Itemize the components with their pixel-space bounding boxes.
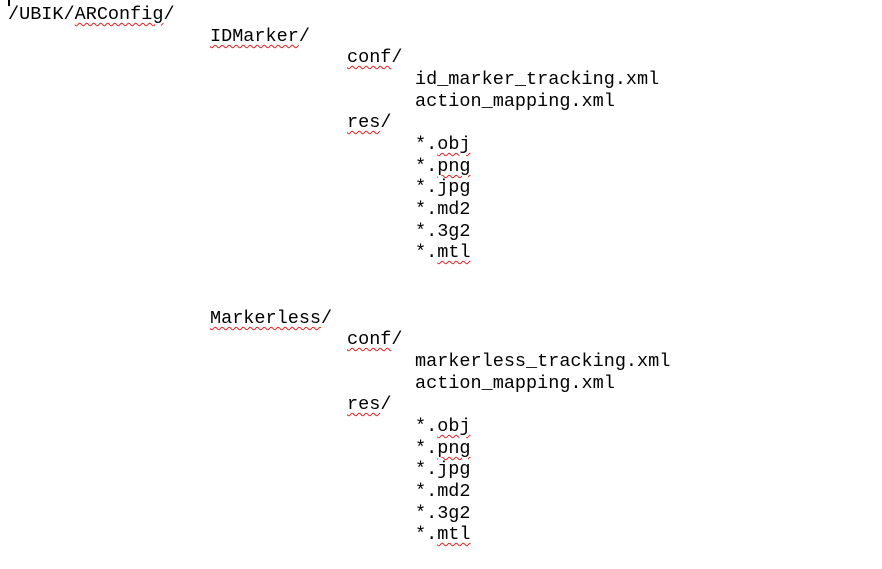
file-item: *.3g2 (415, 221, 471, 242)
file-item: *.3g2 (415, 503, 471, 524)
spell-error[interactable]: IDMarker (210, 26, 299, 47)
folder-conf: conf/ (347, 329, 403, 351)
spell-error[interactable]: mtl (437, 524, 471, 545)
slash: / (391, 329, 403, 350)
slash: / (321, 308, 333, 329)
root-path: /UBIK/ARConfig/ (8, 4, 175, 26)
folder-res: res/ (347, 112, 391, 134)
spell-error[interactable]: conf (347, 47, 392, 68)
ext-prefix: *. (415, 156, 438, 177)
slash: / (380, 394, 392, 415)
spell-error[interactable]: res (347, 394, 381, 415)
spell-error[interactable]: Markerless (210, 308, 322, 329)
folder-res: res/ (347, 394, 391, 416)
file-item: *.jpg (415, 459, 471, 480)
spell-error[interactable]: mtl (437, 242, 471, 263)
folder-idmarker: IDMarker/ (210, 26, 310, 48)
ext-prefix: *. (415, 134, 438, 155)
file-item: *.mtl (415, 242, 471, 264)
slash: / (298, 26, 310, 47)
file-item: *.mtl (415, 524, 471, 546)
file-item: action_mapping.xml (415, 373, 615, 394)
file-item: *.md2 (415, 481, 471, 502)
file-item: id_marker_tracking.xml (415, 69, 660, 90)
file-item: *.png (415, 156, 471, 178)
file-item: *.obj (415, 134, 471, 156)
spell-error[interactable]: conf (347, 329, 392, 350)
file-item: *.md2 (415, 199, 471, 220)
ext-prefix: *. (415, 242, 438, 263)
root-prefix: /UBIK/ (8, 4, 75, 25)
slash: / (391, 47, 403, 68)
folder-conf: conf/ (347, 47, 403, 69)
spell-error[interactable]: png (437, 156, 471, 177)
slash: / (380, 112, 392, 133)
file-item: *.obj (415, 416, 471, 438)
text-cursor (8, 0, 10, 6)
ext-prefix: *. (415, 524, 438, 545)
ext-prefix: *. (415, 438, 438, 459)
spell-error[interactable]: ARConfig (74, 4, 164, 25)
spell-error[interactable]: res (347, 112, 381, 133)
file-item: action_mapping.xml (415, 91, 615, 112)
file-item: *.jpg (415, 177, 471, 198)
spell-error[interactable]: png (437, 438, 471, 459)
ext-prefix: *. (415, 416, 438, 437)
folder-markerless: Markerless/ (210, 308, 332, 330)
root-suffix: / (163, 4, 175, 25)
spell-error[interactable]: obj (437, 416, 471, 437)
spell-error[interactable]: obj (437, 134, 471, 155)
file-item: markerless_tracking.xml (415, 351, 671, 372)
file-item: *.png (415, 438, 471, 460)
